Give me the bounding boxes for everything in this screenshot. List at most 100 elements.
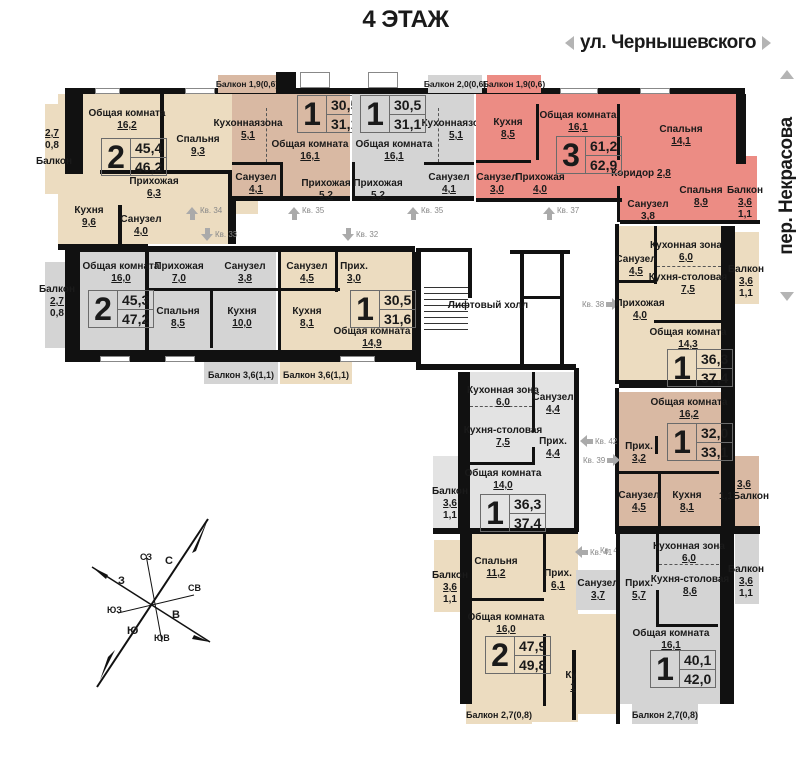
label-balcony: Балкон 1,9(0,6): [482, 79, 546, 89]
apartment-1room-36-3-a[interactable]: [619, 226, 721, 382]
arrow-up-icon: [186, 207, 198, 220]
window: [185, 88, 215, 94]
entrance-kv37: Кв. 37: [543, 206, 579, 220]
label-balcony: Балкон 3,6(1,1): [282, 370, 350, 380]
arrow-right-icon: [607, 454, 621, 466]
label-hallway: Прих.6,1: [544, 568, 572, 591]
window: [165, 356, 195, 362]
label-hallway: Прих.3,2: [625, 441, 653, 464]
balcony-a10-side: [434, 540, 462, 612]
balcony-a2: [218, 75, 276, 93]
apartment-1room-30-5-a[interactable]: [232, 94, 350, 198]
apartment-1room-30-5-b[interactable]: [352, 94, 474, 198]
label-corridor: Коридор 2,8: [611, 168, 671, 179]
compass-w: З: [118, 575, 125, 587]
entrance-kv40: Кв. 40: [600, 546, 623, 555]
entrance-kv39: Кв. 39: [583, 454, 621, 466]
compass-se: ЮВ: [154, 633, 170, 643]
arrow-up-icon: [543, 207, 555, 220]
arrow-left-icon: [565, 36, 574, 50]
apartment-1room-32-0[interactable]: [619, 392, 721, 526]
label-hallway: Прих.4,4: [539, 436, 567, 459]
arrow-up-icon: [288, 207, 300, 220]
lift-hall-label: Лифтовый холл: [447, 300, 529, 311]
arrow-up-icon: [407, 207, 419, 220]
bathroom-kv40: [576, 570, 620, 610]
arrow-down-icon: [342, 228, 354, 241]
window: [95, 88, 120, 94]
entrance-kv33: Кв. 33: [201, 228, 237, 241]
compass-sw: ЮЗ: [107, 605, 122, 615]
apartment-2room-45-3[interactable]: [80, 252, 276, 350]
compass-n: С: [165, 555, 173, 567]
entrance-kv34: Кв. 34: [186, 206, 222, 220]
arrow-down-icon: [201, 228, 213, 241]
window: [100, 356, 130, 362]
compass-nw: СЗ: [140, 552, 153, 562]
apartment-1room-40-1[interactable]: [620, 534, 734, 704]
entrance-kv32: Кв. 32: [342, 228, 378, 241]
label-balcony: Балкон 2,7(0,8): [465, 710, 533, 720]
label-balcony: Балкон 3,6(1,1): [207, 370, 275, 380]
compass-ne: СВ: [188, 583, 201, 593]
balcony-a4-side: [735, 156, 757, 220]
apartment-2room-47-9[interactable]: [472, 534, 578, 722]
balcony-a6-bottom: [280, 362, 352, 384]
window: [560, 88, 598, 94]
window: [640, 88, 670, 94]
window: [340, 356, 375, 362]
apartment-1room-36-3-b[interactable]: [470, 372, 574, 530]
arrow-up-icon: [780, 70, 794, 79]
label-balcony-name: Балкон: [35, 156, 73, 167]
arrow-down-icon: [780, 292, 794, 301]
label-balcony: Балкон 1,9(0,6): [215, 79, 279, 89]
entrance-kv42: Кв. 42: [580, 435, 617, 447]
balcony-a11-bottom: [632, 702, 698, 724]
entrance-kv41: Кв. 41: [575, 546, 612, 558]
label-hallway: Прих.3,0: [340, 261, 368, 284]
apartment-1room-30-5-c[interactable]: [280, 252, 412, 350]
street-name-chernyshevskogo: ул. Чернышевского: [580, 32, 756, 53]
entrance-kv35-a: Кв. 35: [288, 206, 324, 220]
